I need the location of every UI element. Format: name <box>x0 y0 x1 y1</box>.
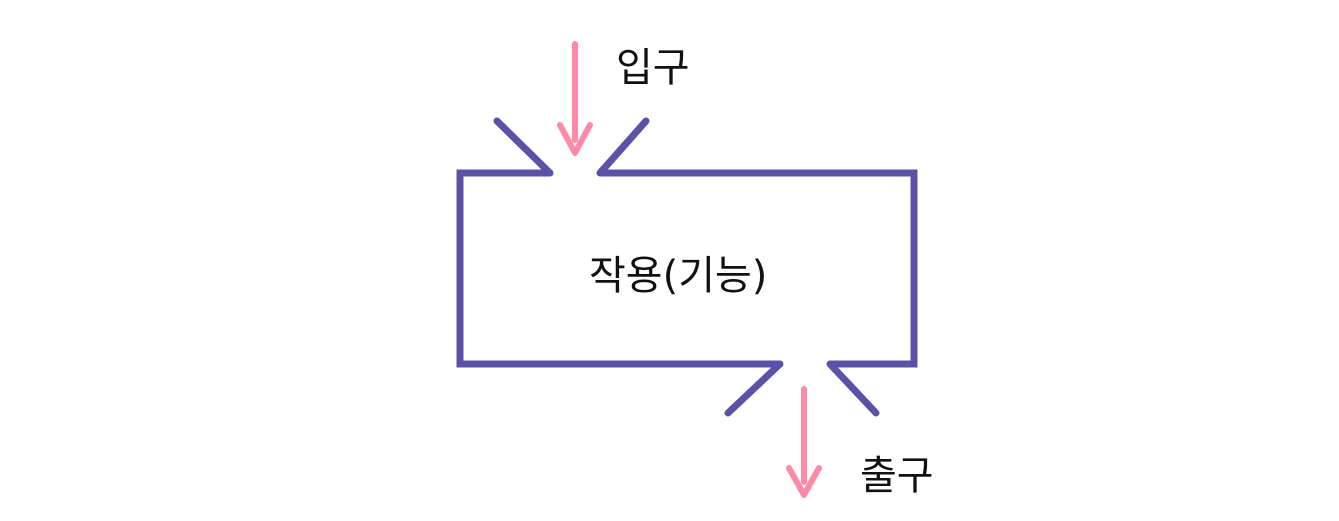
output-funnel-right <box>826 360 880 417</box>
output-label: 출구 <box>860 453 934 499</box>
input-funnel-right <box>596 117 650 177</box>
output-arrow-head <box>786 465 822 498</box>
function-box-outline <box>456 169 780 368</box>
input-funnel-left <box>493 117 554 177</box>
input-arrow-head <box>557 122 593 156</box>
input-label: 입구 <box>616 45 690 91</box>
output-funnel-left <box>724 360 784 417</box>
function-label: 작용(기능) <box>589 253 768 299</box>
function-box-outline-right <box>600 169 918 368</box>
